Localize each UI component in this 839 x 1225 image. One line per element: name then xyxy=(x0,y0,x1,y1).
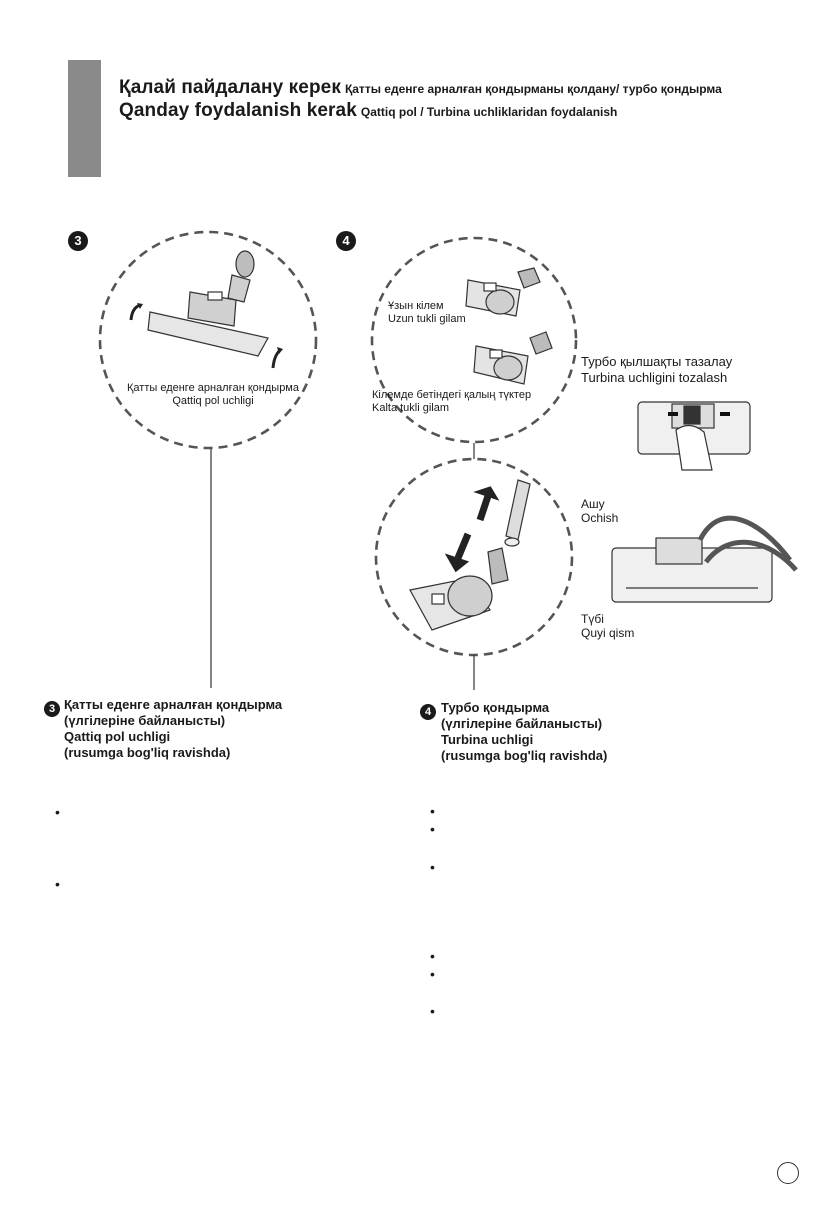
hard-floor-section: Қатты еденге арналған қондырма (үлгілері… xyxy=(64,697,282,761)
long-pile-kz: Ұзын кілем xyxy=(388,300,444,312)
step-4-badge: 4 xyxy=(336,231,356,251)
turbo-nozzle-icon xyxy=(465,267,541,317)
bottom-kz: Түбі xyxy=(581,612,604,626)
section-line: Turbina uchligi xyxy=(441,732,534,747)
caption-uz: Qattiq pol uchligi xyxy=(172,395,254,407)
page-number-circle xyxy=(777,1162,799,1184)
open-kz: Ашу xyxy=(581,497,605,511)
caption-kz: Қатты еденге арналған қондырма xyxy=(127,382,299,394)
section-line: (rusumga bog'liq ravishda) xyxy=(64,745,231,760)
long-pile-label: Ұзын кілем Uzun tukli gilam xyxy=(388,300,466,326)
section-4-badge: 4 xyxy=(420,704,436,720)
turbo-clean-kz: Турбо қылшақты тазалау xyxy=(581,354,733,369)
turbo-nozzle-icon xyxy=(473,331,553,385)
section-sidebar-bar xyxy=(68,60,101,177)
subtitle-kz: Қатты еденге арналған қондырманы қолдану… xyxy=(344,82,722,96)
turbo-clean-uz: Turbina uchligini tozalash xyxy=(581,370,728,385)
section-line: (rusumga bog'liq ravishda) xyxy=(441,748,608,763)
bottom-uz: Quyi qism xyxy=(581,626,635,640)
hard-floor-circle xyxy=(98,230,318,450)
section-line: Qattiq pol uchligi xyxy=(64,729,171,744)
bullet: • xyxy=(430,821,435,837)
bullet: • xyxy=(55,876,60,892)
title-uz: Qanday foydalanish kerak xyxy=(119,100,357,121)
brush-cleaning-icon xyxy=(637,401,751,471)
bottom-label: Түбі Quyi qism xyxy=(581,612,634,640)
subtitle-uz: Qattiq pol / Turbina uchliklaridan foyda… xyxy=(360,105,618,119)
open-bottom-icon xyxy=(611,515,798,603)
short-pile-kz: Кілемде бетіндегі қалың түктер xyxy=(372,389,532,401)
bullet: • xyxy=(430,948,435,964)
rotate-arrow-icon xyxy=(129,303,141,321)
title-kz: Қалай пайдалану керек xyxy=(119,77,341,98)
turbo-tube-icon xyxy=(409,479,531,631)
bullet: • xyxy=(430,966,435,982)
bullet: • xyxy=(55,804,60,820)
section-line: (үлгілеріне байланысты) xyxy=(64,713,226,728)
step-3-badge: 3 xyxy=(68,231,88,251)
open-uz: Ochish xyxy=(581,511,619,525)
turbo-clean-label: Турбо қылшақты тазалау Turbina uchligini… xyxy=(581,354,732,386)
arrow-down-icon xyxy=(454,532,472,560)
hard-floor-nozzle-icon xyxy=(147,250,269,357)
section-line: (үлгілеріне байланысты) xyxy=(441,716,603,731)
short-pile-uz: Kalta tukli gilam xyxy=(372,402,450,414)
section-3-badge: 3 xyxy=(44,701,60,717)
section-line: Турбо қондырма xyxy=(441,700,550,715)
bullet: • xyxy=(430,803,435,819)
bullet: • xyxy=(430,1003,435,1019)
turbo-section: Турбо қондырма (үлгілеріне байланысты) T… xyxy=(441,700,607,764)
turbo-usage-circle xyxy=(374,457,574,657)
short-pile-label: Кілемде бетіндегі қалың түктер Kalta tuk… xyxy=(372,389,531,415)
carpet-circle xyxy=(370,236,578,444)
section-line: Қатты еденге арналған қондырма xyxy=(64,697,283,712)
long-pile-uz: Uzun tukli gilam xyxy=(388,313,466,325)
bullet: • xyxy=(430,859,435,875)
open-label: Ашу Ochish xyxy=(581,497,618,525)
arrow-up-icon xyxy=(476,494,492,522)
hard-floor-caption: Қатты еденге арналған қондырма Qattiq po… xyxy=(118,382,308,408)
